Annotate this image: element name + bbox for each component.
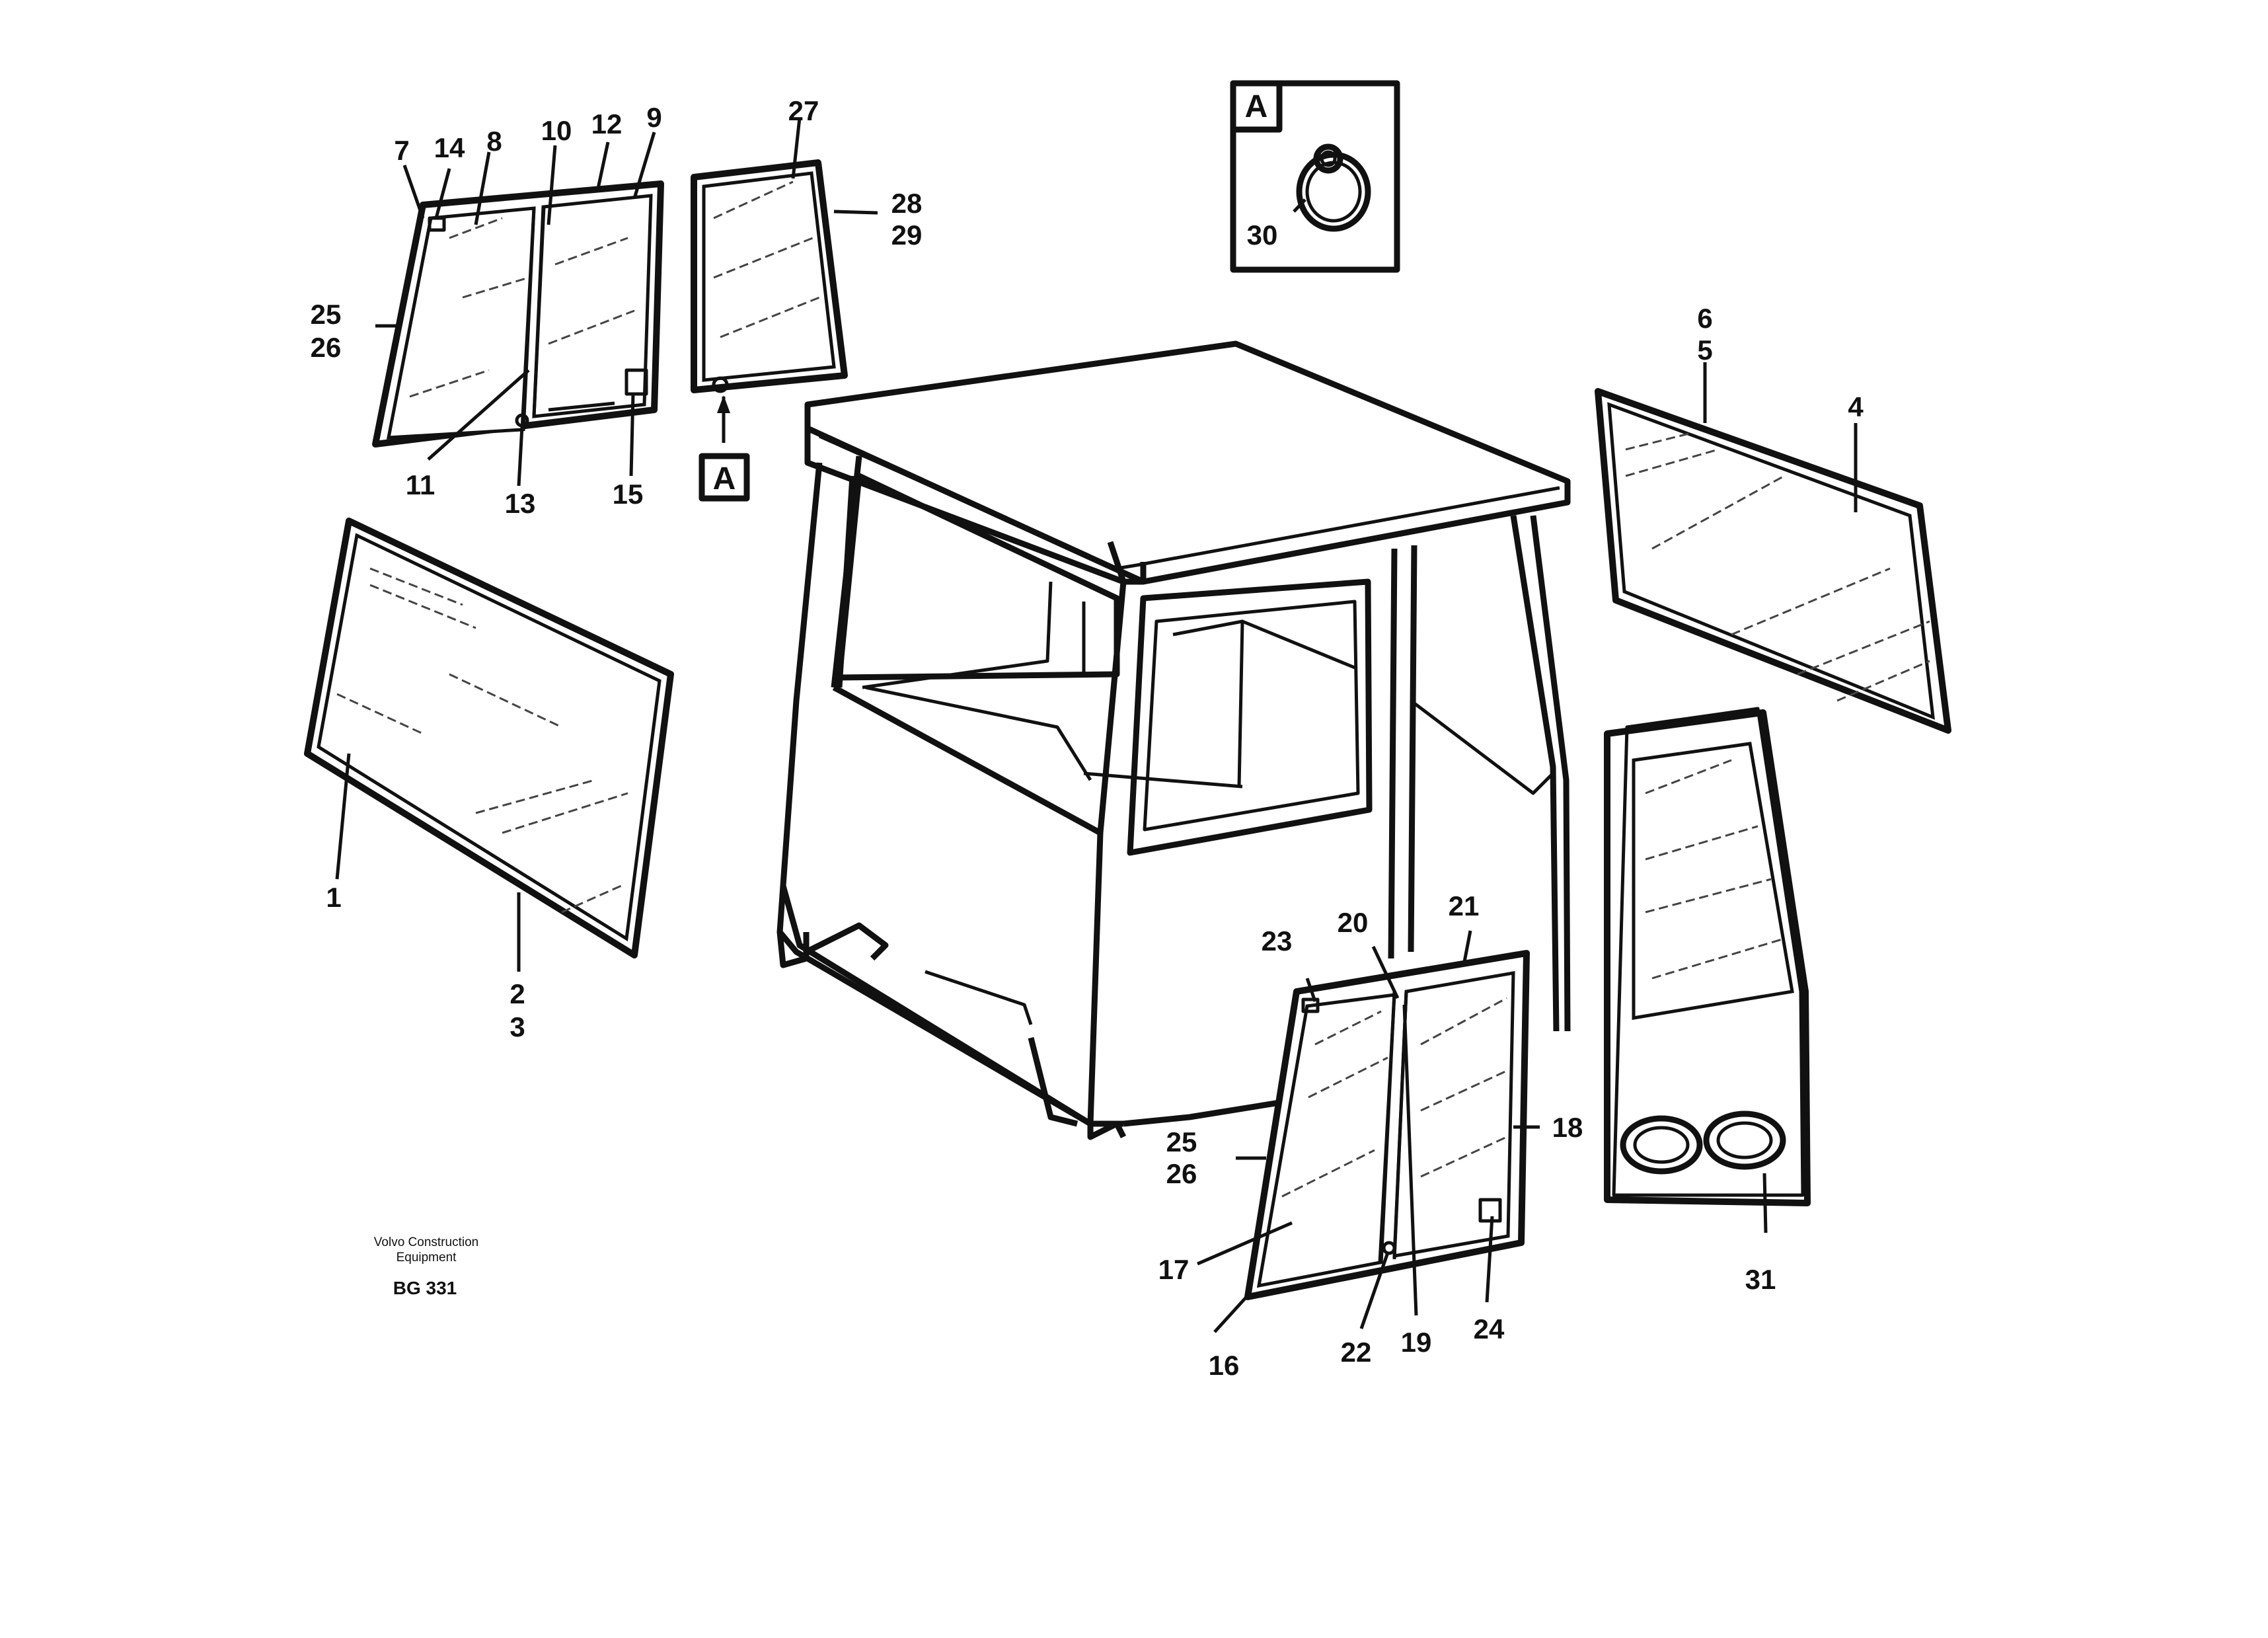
cab-body [776,340,1571,1140]
callout-25-lower: 25 [1166,1126,1197,1157]
detail-ref-marker-label: A [713,461,736,496]
callout-22: 22 [1341,1337,1372,1368]
callout-12: 12 [591,108,623,139]
callout-6: 6 [1697,303,1712,334]
callout-20: 20 [1338,907,1369,938]
callout-24: 24 [1474,1313,1505,1345]
callout-1: 1 [326,882,341,913]
callout-16: 16 [1209,1350,1240,1381]
callout-26-upper: 26 [311,332,342,363]
part-7-to-15-door-glass-assembly [372,180,664,448]
callout-13: 13 [505,488,536,519]
callout-28: 28 [891,188,923,219]
callout-2: 2 [510,978,525,1009]
drawing-code: BG 331 [393,1278,457,1298]
callout-15: 15 [613,479,644,510]
callout-14: 14 [434,132,465,163]
callout-27: 27 [788,95,819,126]
detail-inset-a: A [1230,80,1400,273]
callout-18: 18 [1552,1112,1583,1143]
part-31-door-glass [1604,707,1811,1206]
manufacturer-line-2: Equipment [397,1251,457,1265]
part-16-to-24-door-glass-assembly [1244,950,1530,1300]
callout-17: 17 [1158,1254,1190,1285]
callout-23: 23 [1262,925,1293,956]
detail-ref-marker-a: A [699,395,750,502]
detail-inset-a-label: A [1245,89,1268,124]
leader-lines [335,117,1858,1333]
footer-caption: Volvo Construction Equipment BG 331 [374,1235,478,1298]
callout-26-lower: 26 [1166,1158,1197,1189]
callout-21: 21 [1449,890,1480,921]
callout-7: 7 [394,135,409,166]
callout-8: 8 [486,126,502,157]
callout-10: 10 [541,115,572,146]
part-4-right-side-glass [1595,388,1951,734]
manufacturer-line-1: Volvo Construction [374,1235,478,1249]
callout-labels: 1 2 3 4 5 6 7 14 8 10 12 9 25 26 11 13 1… [311,95,1864,1381]
callout-29: 29 [891,219,923,251]
callout-30: 30 [1247,219,1278,251]
callout-31: 31 [1745,1264,1776,1295]
callout-19: 19 [1401,1327,1432,1358]
callout-25-upper: 25 [311,299,342,330]
part-1-side-glass [304,518,674,958]
callout-4: 4 [1848,391,1864,422]
callout-11: 11 [406,469,435,500]
callout-5: 5 [1697,334,1712,366]
part-27-small-glass [691,159,848,393]
callout-9: 9 [646,102,662,133]
callout-3: 3 [510,1011,525,1042]
